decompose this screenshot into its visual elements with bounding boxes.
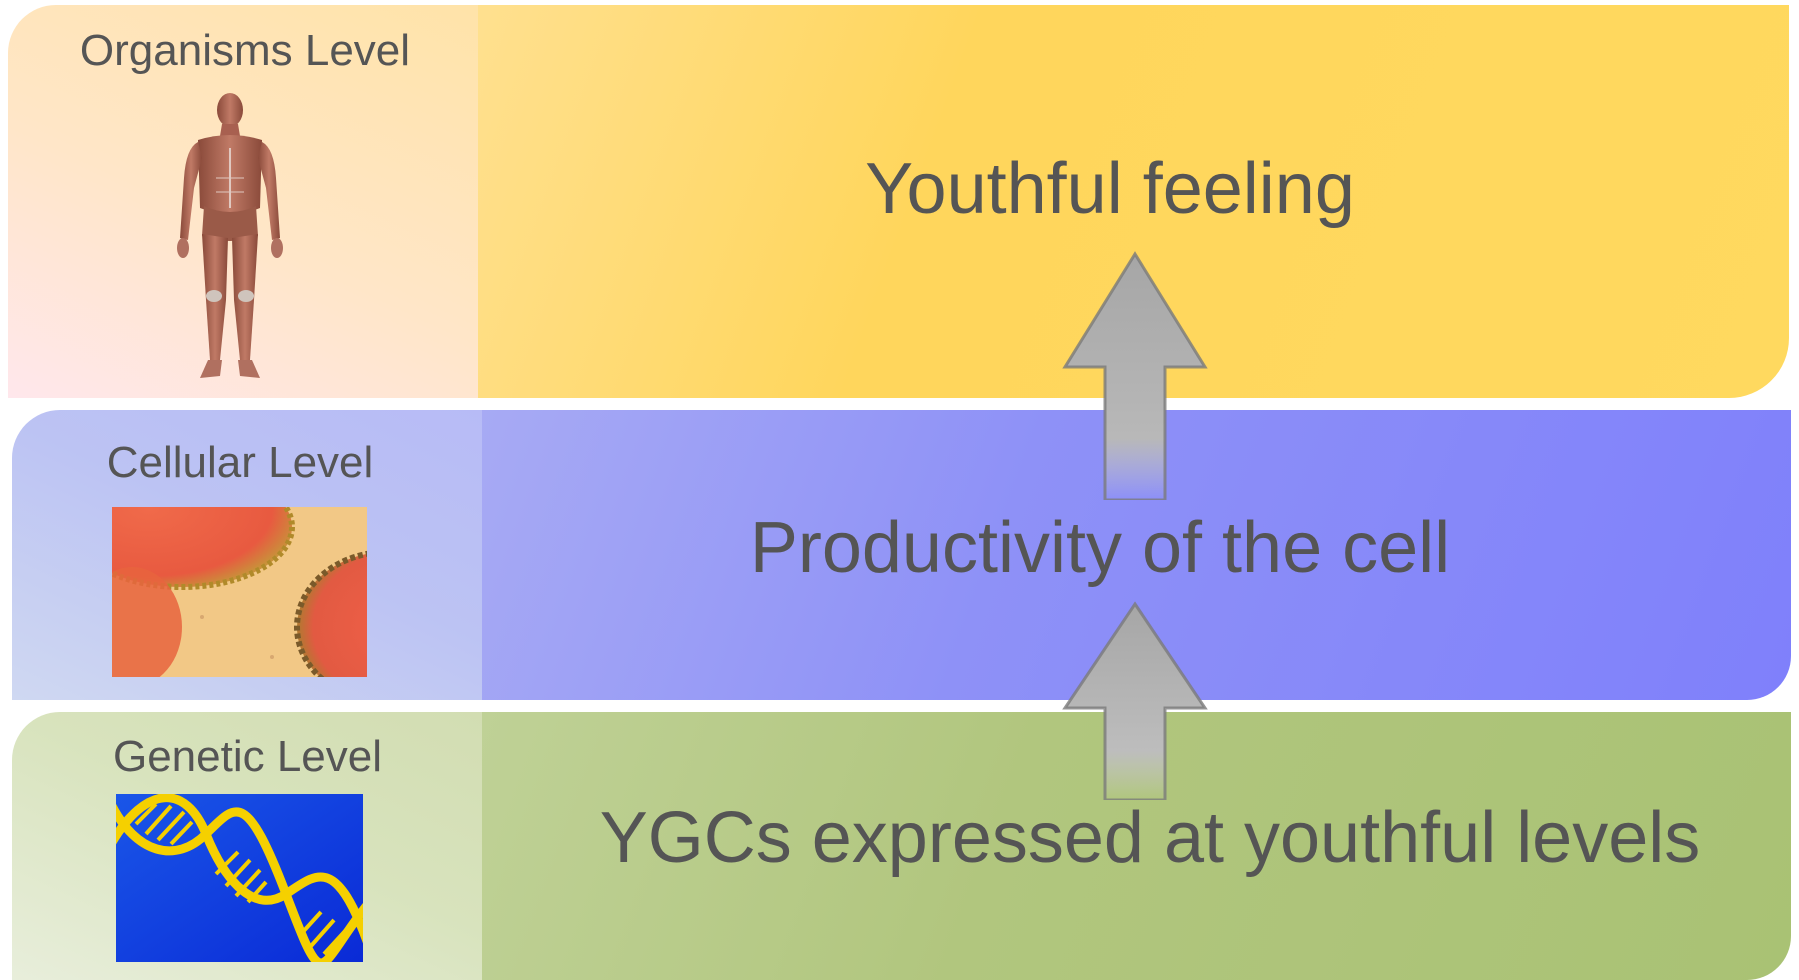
genetic-level-statement: YGCs expressed at youthful levels — [599, 798, 1701, 878]
cellular-level-statement: Productivity of the cell — [749, 508, 1451, 588]
organisms-level-statement: Youthful feeling — [865, 149, 1355, 229]
organisms-level-label: Organisms Level — [79, 26, 411, 75]
arrow-up-icon — [1062, 601, 1208, 800]
arrow-up-icon — [1062, 251, 1208, 500]
cell-micrograph-icon — [112, 507, 367, 677]
organisms-level-band — [8, 5, 1789, 398]
human-anatomy-figure-icon — [177, 93, 283, 378]
cellular-level-label: Cellular Level — [106, 438, 374, 487]
dna-double-helix-icon — [116, 794, 363, 962]
genetic-level-label: Genetic Level — [112, 732, 383, 781]
